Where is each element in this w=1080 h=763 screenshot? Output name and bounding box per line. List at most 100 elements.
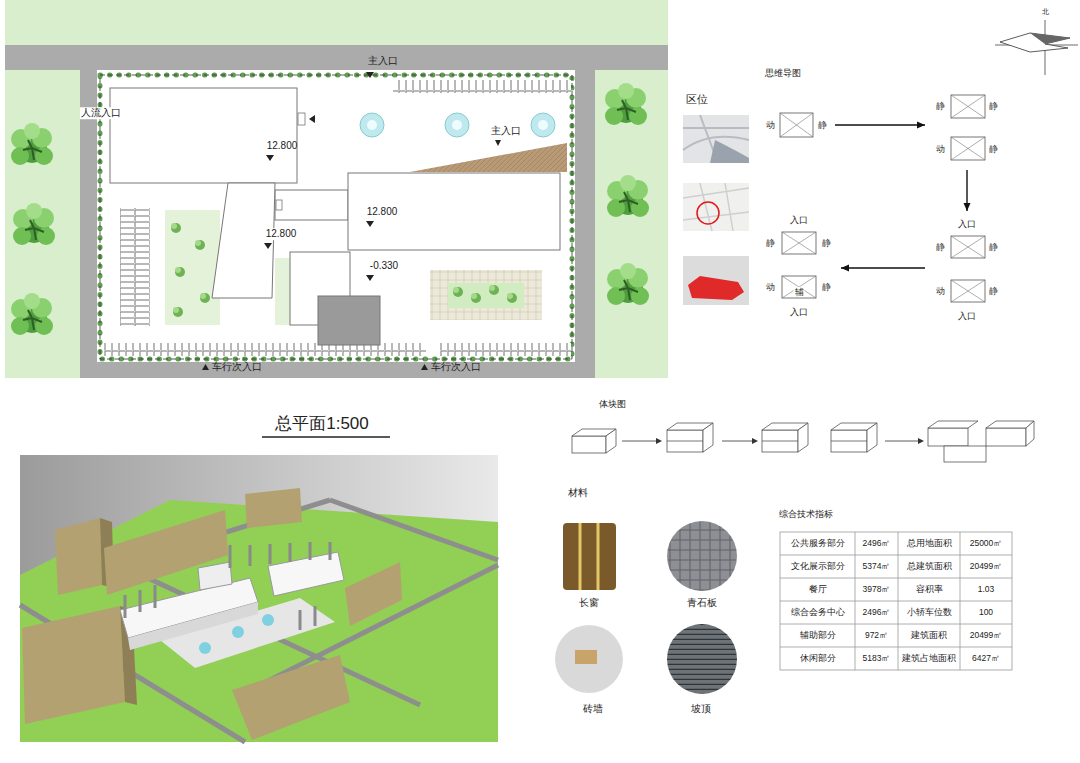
title-underline	[262, 436, 390, 438]
material-stone	[667, 521, 737, 591]
zone-label: 静	[765, 238, 776, 248]
building	[275, 190, 348, 220]
massing-box	[831, 430, 867, 452]
label: 主入口	[491, 125, 521, 137]
render-pool	[232, 626, 244, 638]
compass-axis	[995, 20, 1078, 75]
zone-boxes	[930, 216, 1004, 324]
table-cell: 6427㎡	[960, 654, 1012, 664]
table-cell: 972㎡	[855, 631, 898, 641]
zone-box	[951, 280, 985, 302]
material-window	[563, 523, 616, 590]
label: 思维导图	[765, 68, 801, 78]
label: 北	[1042, 8, 1049, 16]
flow-arrow	[835, 122, 925, 129]
fountain	[360, 113, 384, 137]
material-roof	[667, 624, 737, 694]
render-pool	[199, 642, 211, 654]
table-cell: 100	[960, 608, 1012, 618]
location-map	[683, 183, 749, 231]
zone-cross	[780, 113, 813, 137]
location-map	[683, 115, 749, 163]
zone-label: 静	[935, 242, 946, 252]
label: 主入口	[368, 55, 398, 67]
render-sky	[20, 455, 498, 742]
shrub	[471, 293, 481, 303]
zone-label: 静	[988, 242, 999, 252]
render-road	[20, 500, 498, 742]
table-cell: 公共服务部分	[780, 539, 855, 549]
label: 青石板	[687, 597, 717, 609]
table-cell: 辅助部分	[780, 631, 855, 641]
render-block	[22, 606, 125, 724]
plan-title: 总平面1:500	[275, 414, 369, 434]
table-cell: 20499㎡	[960, 631, 1012, 641]
massing-box	[944, 446, 986, 462]
shrub	[195, 240, 205, 250]
render-block	[345, 562, 402, 626]
massing-box	[572, 436, 606, 453]
render-building	[268, 552, 344, 596]
label: 砖墙	[583, 703, 603, 715]
table-cell: 建筑面积	[898, 631, 960, 641]
massing-box	[667, 430, 703, 452]
tree	[11, 123, 53, 165]
shrub	[489, 285, 499, 295]
table-cell: 小轿车位数	[898, 608, 960, 618]
massing-arrowhead	[918, 438, 924, 444]
render-building	[128, 602, 258, 650]
mindmap-group: 静静动静	[930, 90, 1004, 165]
level-marker	[264, 243, 272, 249]
massing-box	[762, 430, 798, 452]
massing-box	[928, 428, 968, 446]
road	[5, 45, 668, 70]
green-belt	[595, 70, 668, 378]
flow-arrow	[841, 265, 925, 272]
zone-cross	[951, 280, 985, 302]
zone-box	[780, 113, 813, 137]
arrowhead	[917, 122, 925, 129]
flow-line	[835, 124, 925, 125]
marker	[202, 364, 209, 370]
zone-label: 动	[765, 120, 776, 130]
massing-box	[606, 429, 616, 453]
index-table	[780, 532, 1012, 670]
table-border	[780, 532, 1012, 670]
location-map	[683, 115, 749, 163]
table-cell: 容积率	[898, 585, 960, 595]
zone-label: 静	[821, 282, 832, 292]
table-cell: 20499㎡	[960, 562, 1012, 572]
marker	[421, 364, 428, 370]
parking	[440, 343, 571, 356]
table-cell: 3978㎡	[855, 585, 898, 595]
table-cell: 2496㎡	[855, 608, 898, 618]
parking	[393, 80, 571, 93]
zone-label: 辅	[794, 287, 805, 297]
lawn	[275, 258, 290, 325]
label: 材料	[568, 487, 588, 499]
zone-cross	[951, 95, 985, 118]
parking	[120, 208, 150, 326]
shrub	[173, 307, 183, 317]
zone-box	[782, 276, 816, 298]
building	[348, 173, 560, 250]
compass	[1030, 33, 1070, 44]
shrub	[200, 293, 210, 303]
massing-line	[762, 441, 798, 442]
level-marker	[366, 275, 374, 281]
zone-label: 静	[817, 120, 828, 130]
zone-boxes	[760, 212, 836, 320]
fence	[100, 75, 572, 359]
fountain	[367, 120, 377, 130]
shrub	[175, 267, 185, 277]
zone-label: 静	[988, 144, 999, 154]
render-pool	[262, 614, 274, 626]
zone-box	[951, 137, 985, 160]
table-cell: 5183㎡	[855, 654, 898, 664]
door	[276, 200, 282, 210]
zone-label: 动	[935, 144, 946, 154]
building	[110, 88, 297, 183]
label: 综合技术指标	[779, 509, 833, 519]
